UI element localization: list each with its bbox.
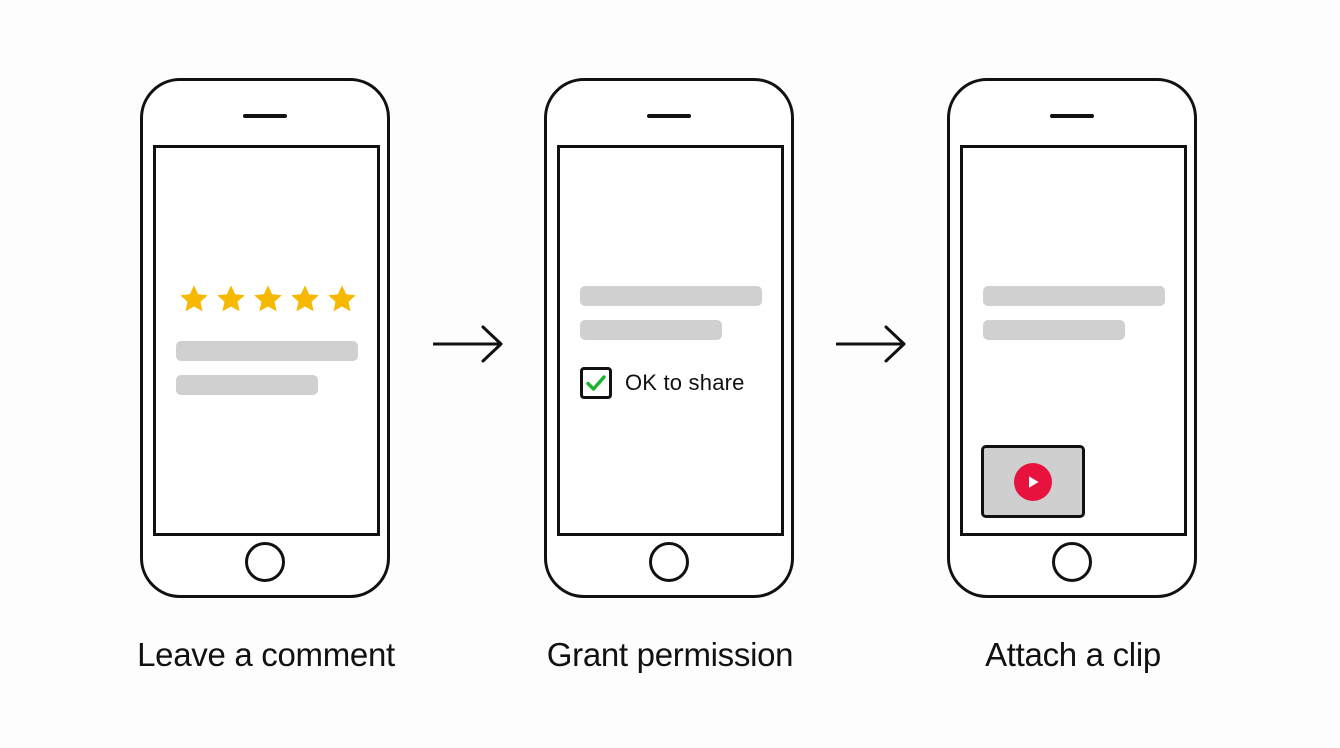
text-placeholder-bar <box>983 320 1125 340</box>
phone-speaker <box>1050 114 1094 118</box>
step-caption-clip: Attach a clip <box>985 636 1161 673</box>
video-clip-thumbnail[interactable] <box>981 445 1085 518</box>
star-rating <box>178 283 358 315</box>
play-icon <box>1029 475 1039 488</box>
phone-permission-step: OK to share <box>544 78 794 598</box>
text-placeholder-bar <box>176 341 358 361</box>
phone-screen <box>153 145 380 536</box>
arrow-right-icon <box>433 325 503 363</box>
text-placeholder-bar <box>580 320 722 340</box>
arrow-right-icon <box>836 325 906 363</box>
share-consent-checkbox[interactable] <box>580 367 612 399</box>
star-icon <box>328 285 356 312</box>
star-icon <box>217 285 245 312</box>
text-placeholder-bar <box>580 286 762 306</box>
text-placeholder-bar <box>983 286 1165 306</box>
text-placeholder-bar <box>176 375 318 395</box>
share-consent-label: OK to share <box>625 370 745 395</box>
star-icon <box>180 285 208 312</box>
home-button <box>245 542 285 582</box>
checkmark-icon <box>586 375 606 391</box>
phone-comment-step <box>140 78 390 598</box>
step-caption-permission: Grant permission <box>546 636 794 673</box>
star-icon <box>254 285 282 312</box>
home-button <box>1052 542 1092 582</box>
star-icon <box>291 285 319 312</box>
play-button[interactable] <box>1014 462 1052 501</box>
phone-speaker <box>243 114 287 118</box>
step-caption-comment: Leave a comment <box>137 636 395 673</box>
share-consent-row[interactable]: OK to share <box>580 367 745 399</box>
phone-screen <box>960 145 1187 536</box>
phone-clip-step <box>947 78 1197 598</box>
phone-screen: OK to share <box>557 145 784 536</box>
home-button <box>649 542 689 582</box>
phone-speaker <box>647 114 691 118</box>
